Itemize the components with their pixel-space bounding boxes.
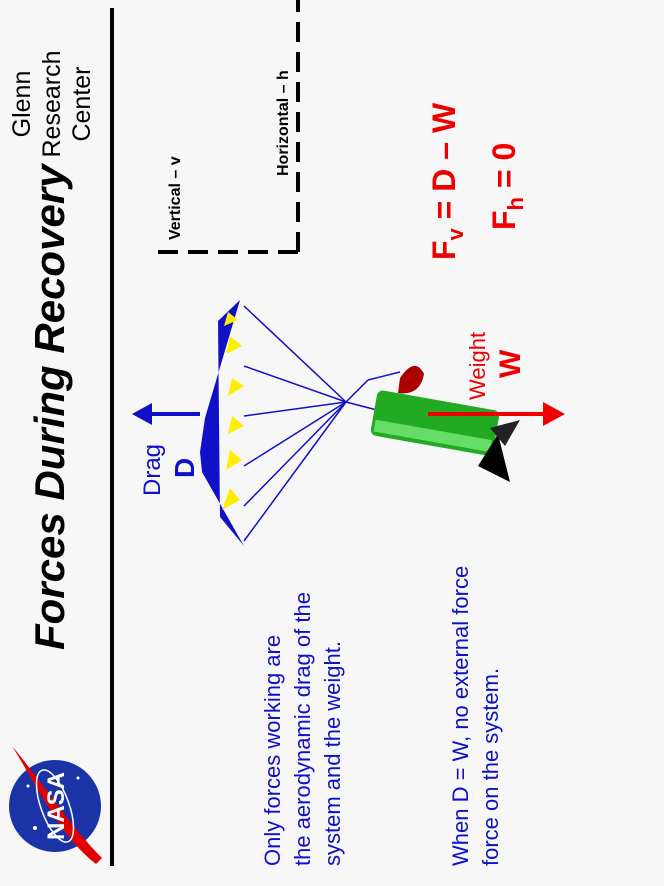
note-equilibrium-line-1: When D = W, no external force — [448, 566, 473, 866]
horizontal-force-equation: Fh = 0 — [486, 143, 528, 230]
rocket — [345, 366, 520, 482]
horizontal-force-symbol: F — [486, 210, 522, 230]
org-line-3: Center — [68, 66, 96, 141]
weight-symbol: W — [494, 349, 527, 378]
note-forces-line-3: system and the weight. — [320, 641, 345, 866]
horizontal-force-rhs: = 0 — [486, 143, 522, 197]
drag-label: Drag — [139, 444, 166, 496]
weight-arrow — [428, 402, 565, 426]
note-equilibrium-line-2: force on the system. — [478, 668, 503, 866]
org-line-2: Research — [38, 51, 66, 158]
drag-arrow — [132, 403, 200, 425]
horizontal-axis-label: Horizontal – h — [275, 70, 292, 176]
vertical-force-rhs: = D – W — [426, 102, 462, 228]
horizontal-force-subscript: h — [503, 197, 528, 210]
coordinate-axes — [158, 0, 300, 254]
nasa-logo-text: NASA — [43, 772, 70, 840]
note-forces-line-2: the aerodynamic drag of the — [290, 592, 315, 866]
parachute — [200, 300, 347, 546]
vertical-force-symbol: F — [426, 240, 462, 260]
vertical-force-equation: Fv = D – W — [426, 102, 468, 260]
drag-symbol: D — [169, 458, 200, 478]
vertical-force-subscript: v — [443, 227, 468, 240]
note-forces-line-1: Only forces working are — [260, 635, 285, 866]
weight-label: Weight — [465, 332, 490, 400]
vertical-axis-label: Vertical – v — [167, 156, 184, 240]
nasa-logo: NASA — [9, 746, 102, 864]
page-title: Forces During Recovery — [26, 162, 73, 650]
org-line-1: Glenn — [8, 71, 36, 138]
